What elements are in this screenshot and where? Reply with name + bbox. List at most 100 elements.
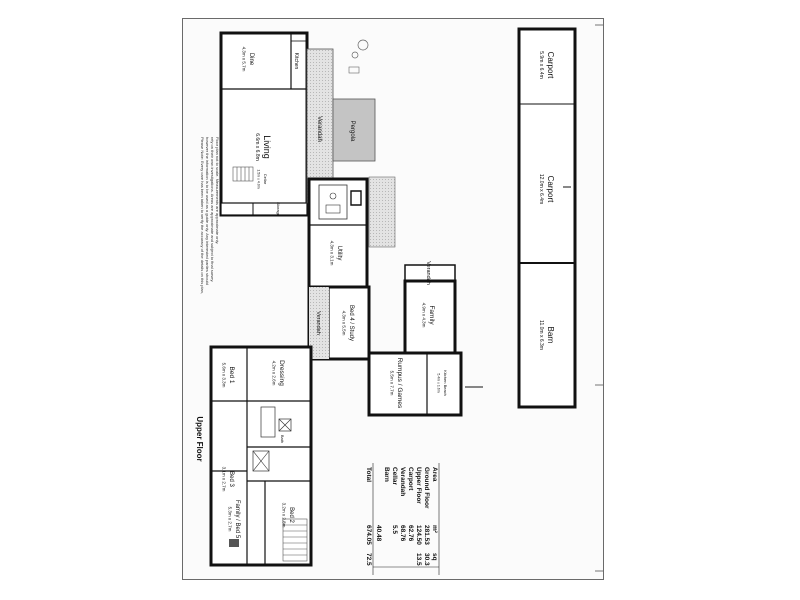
room-name: Family [428,305,435,325]
room-name: Storage [276,202,281,217]
utility-block [307,176,396,289]
room-name: Carport [546,52,555,79]
room-label-verandah-west: Verandah [315,311,321,335]
area-heading-m2: m² [431,525,438,534]
room-name: Rumpus / Games [396,358,403,409]
room-name: Barn [546,327,555,344]
area-row-m2: 40.48 [375,525,382,542]
room-size: 11.0m x 6.3m [538,320,544,350]
room-size: 5.9m x 6.4m [538,51,544,79]
room-size: 4.3m x 3.1m [330,241,335,266]
family-rumpus-block [367,264,483,417]
room-label-storage: Storage [276,202,281,217]
room-size: 3.1m x 2.7m [222,467,227,492]
room-size: 4.3m x 5.7m [242,47,247,72]
room-name: Pergola [349,121,355,142]
area-total-m2: 674.05 [365,525,372,545]
room-label-kitchen: Kitchen [293,53,299,70]
room-label-verandah-main: Verandah [316,116,322,142]
room-name: Bed 3 [228,471,234,487]
room-name: Verandah [315,311,321,335]
room-label-bed2: Bed 23.2m x 2.8m [282,503,295,528]
area-heading-sq: sq [431,553,438,561]
main-house-block [219,31,309,217]
area-row-label: Cellar [391,467,398,486]
area-row-m2: 124.50 [415,525,422,545]
area-table-frame [372,463,440,575]
area-row-m2: 68.76 [399,525,406,542]
room-name: Bed 2 [288,507,294,523]
area-row-label: Ground Floor [423,467,430,509]
area-row-m2: 281.53 [423,525,430,545]
room-size: 5.6m x 3.3m [222,363,227,388]
area-row-label: Verandah [399,467,406,496]
room-size: 6.6m x 6.8m [254,133,260,161]
room-name: Verandah [425,261,431,285]
area-row-label: Barn [383,467,390,482]
area-row-sq: 13.5 [415,553,422,566]
bed4-block [307,285,371,361]
room-size: 4.3m x 5.5m [342,311,347,336]
room-label-bath: Bath [280,435,285,443]
area-table: Area m² sq Ground Floor 281.53 30.3 Upper Floo… [365,467,438,566]
disclaimer-line: however the information is to be used as… [205,137,210,285]
room-size: 3.2m x 2.8m [282,503,287,528]
disclaimer-line: Floor plan not to scale. Measurements ar… [215,137,220,244]
area-row-m2: 5.5 [391,525,398,534]
area-row-m2: 62.76 [407,525,414,542]
room-name: Living [262,135,272,159]
area-row-label: Upper Floor [415,467,422,504]
room-label-family-bed5: Family / Bed 55.3m x 2.7m [228,500,241,539]
room-size: 1.5m x 4.0m [257,169,261,188]
room-name: Kitchen [293,53,299,70]
area-heading: Area [431,467,438,482]
room-name: Bed 4 / Study [348,305,354,341]
room-label-pergola: Pergola [349,121,355,142]
room-name: Dressing [278,360,285,386]
area-total-label: Total [365,467,372,482]
disclaimer-notes: Please Note: Every care has been taken t… [200,137,220,294]
room-label-bed1: Bed 15.6m x 3.3m [222,363,236,388]
room-name: Cellar [263,174,268,185]
verandah-pergola [306,39,376,204]
disclaimer-line: Please Note: Every care has been taken t… [200,137,205,294]
carport-barn-block [517,27,577,409]
room-name: Bath [280,435,285,443]
room-name: Dine [248,53,254,66]
room-name: Verandah [316,116,322,142]
room-size: 4.2m x 2.6m [272,361,277,386]
room-name: Bed 1 [228,367,235,384]
room-label-verandah-east: Verandah [425,261,431,285]
margin-marks [595,24,603,572]
room-name: Utility [336,246,342,261]
room-size: 5.3m x 2.7m [228,507,233,532]
room-size: 12.0m x 6.4m [538,174,544,204]
plan-sheet: Please Note: Every care has been taken t… [182,18,604,580]
room-size: 5.5m x 7.7m [390,371,395,396]
room-name: Kitchen Beach [443,370,448,396]
room-label-bed3: Bed 33.1m x 2.7m [222,467,235,492]
area-row-sq: 30.3 [423,553,430,566]
room-size: 4.9m x 4.3m [422,303,427,328]
disclaimer-line: rely on their own investigations. Areas … [210,137,215,282]
area-total-sq: 72.5 [365,553,372,566]
area-row-label: Carport [407,467,414,491]
upper-floor-block [209,345,313,567]
room-size: 5.4m x 1.6m [437,373,441,392]
floor-plan-drawing: Please Note: Every care has been taken t… [195,24,603,575]
plan-title: Upper Floor [195,416,204,461]
room-name: Family / Bed 5 [234,500,240,539]
